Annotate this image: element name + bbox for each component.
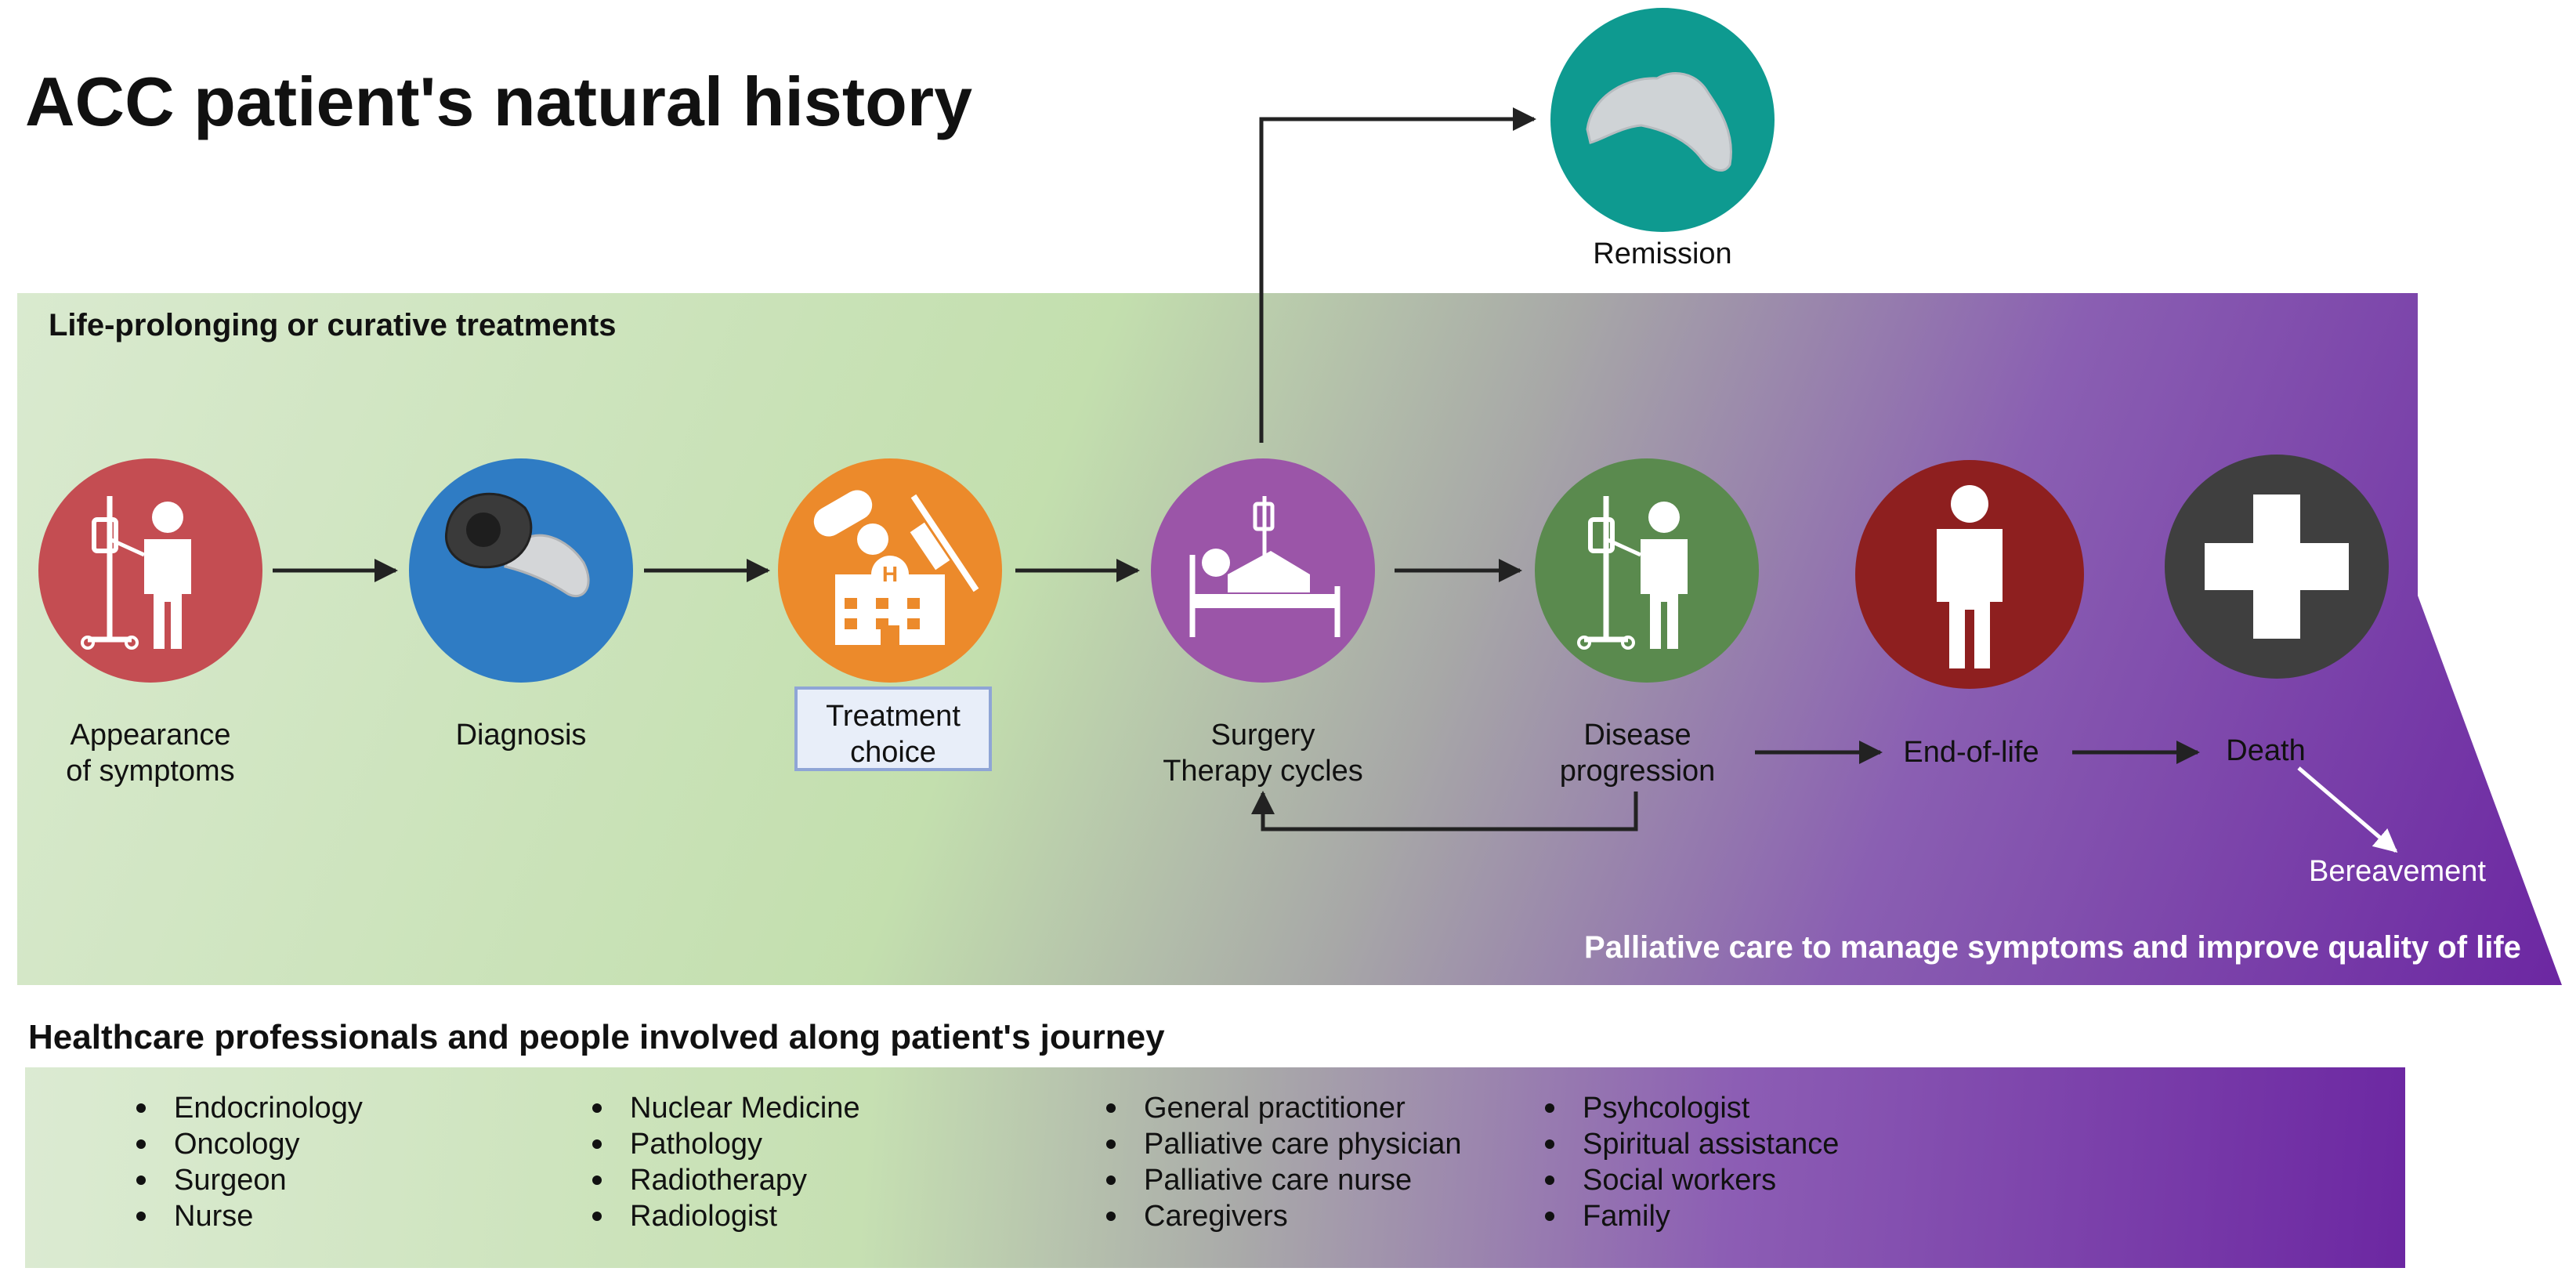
professional-item: Oncology [174,1128,300,1161]
page-title: ACC patient's natural history [25,63,972,140]
stage-label-progression: progression [1560,755,1716,788]
stage-label-symptoms: Appearance [71,719,231,752]
stage-surgery [1151,458,1375,683]
professionals-title: Healthcare professionals and people invo… [28,1018,1165,1056]
stage-label-symptoms: of symptoms [66,755,234,788]
band-bottom-label: Palliative care to manage symptoms and i… [1584,930,2521,965]
professional-item: Palliative care nurse [1144,1164,1412,1197]
arrow-death-bereavement [2297,766,2398,853]
stage-label-treatment: choice [850,736,936,769]
professional-item: Nuclear Medicine [630,1092,860,1125]
stage-label-endoflife: End-of-life [1903,736,2039,769]
stage-label-diagnosis: Diagnosis [456,719,587,752]
bereavement-label: Bereavement [2309,855,2486,888]
tumor-adrenal-icon [444,492,590,597]
professional-item: Nurse [174,1200,253,1233]
bullet-icon [592,1212,602,1221]
professional-item: Psyhcologist [1583,1092,1750,1125]
bullet-icon [1106,1103,1116,1113]
arrow-to-remission [1259,107,1536,443]
professional-item: Caregivers [1144,1200,1288,1233]
bullet-icon [1545,1176,1554,1185]
stage-label-surgery: Surgery [1210,719,1315,752]
professional-item: Radiologist [630,1200,777,1233]
bullet-icon [1106,1176,1116,1185]
professionals-band [25,1067,2405,1268]
treatment-choice-box [794,686,992,771]
stage-label-death: Death [2226,734,2305,767]
bullet-icon [592,1139,602,1149]
hospital-bed-icon [1189,496,1340,637]
stage-treatment: H [778,458,1002,683]
stage-progression [1535,458,1759,683]
professional-item: Social workers [1583,1164,1776,1197]
stage-symptoms [38,458,262,683]
remission-label: Remission [1593,237,1731,270]
person-icon [1937,485,2003,668]
stage-death [2165,455,2389,679]
professional-item: Palliative care physician [1144,1128,1462,1161]
remission-adrenal-icon [1586,72,1732,172]
bullet-icon [1545,1139,1554,1149]
stage-row: H [38,455,2389,689]
bullet-icon [592,1103,602,1113]
stage-diagnosis [409,458,633,683]
professional-item: Pathology [630,1128,762,1161]
professional-item: General practitioner [1144,1092,1406,1125]
bullet-icon [1106,1139,1116,1149]
arrow-progression-to-surgery [1251,791,1638,831]
bullet-icon [136,1176,146,1185]
bullet-icon [136,1103,146,1113]
stage-endoflife [1855,460,2084,689]
hospital-medicine-icon: H [813,490,979,645]
patient-iv-icon [1577,496,1688,650]
bullet-icon [136,1212,146,1221]
patient-iv-icon [81,496,191,650]
cross-icon [2205,494,2349,639]
professional-item: Surgeon [174,1164,287,1197]
band-top-label: Life-prolonging or curative treatments [49,308,617,342]
bullet-icon [1545,1103,1554,1113]
svg-text:H: H [882,562,898,586]
bullet-icon [1106,1212,1116,1221]
professional-item: Family [1583,1200,1670,1233]
stage-label-progression: Disease [1583,719,1691,752]
bullet-icon [136,1139,146,1149]
professional-item: Spiritual assistance [1583,1128,1839,1161]
professional-item: Endocrinology [174,1092,363,1125]
bullet-icon [592,1176,602,1185]
professional-item: Radiotherapy [630,1164,807,1197]
bullet-icon [1545,1212,1554,1221]
stage-label-treatment: Treatment [826,700,961,733]
stage-label-surgery: Therapy cycles [1163,755,1363,788]
